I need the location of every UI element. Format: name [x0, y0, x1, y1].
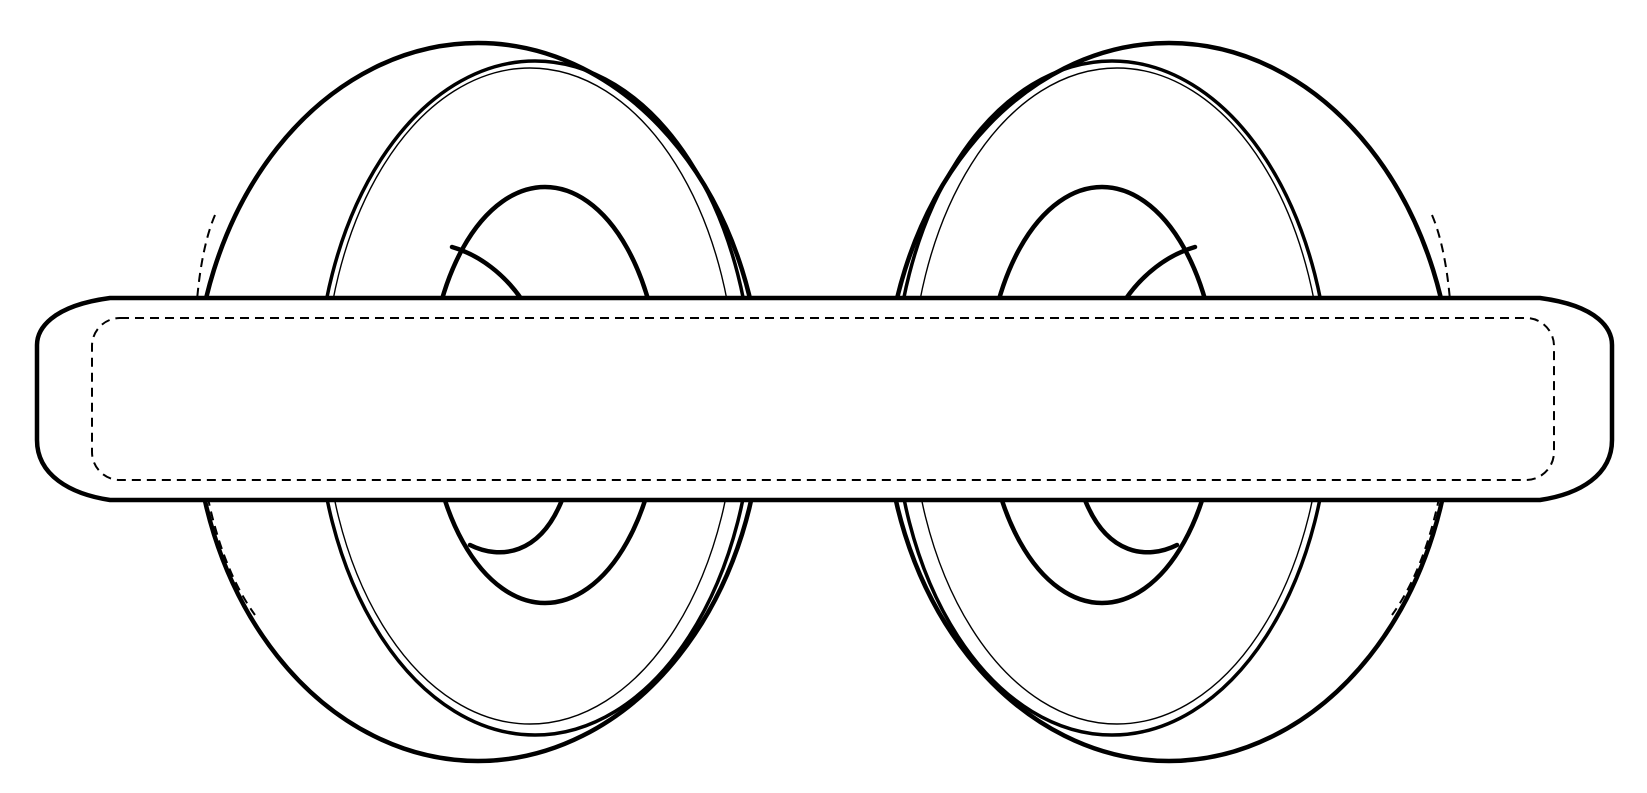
left-ear-driver-upper: [449, 244, 525, 303]
headband-inner-dashed-panel: [91, 317, 1555, 481]
left-ear-driver-lower: [467, 497, 565, 555]
right-ear-cup-hidden-edge: [1391, 214, 1454, 616]
right-ear-driver-upper: [1122, 244, 1198, 303]
right-ear-driver-lower: [1082, 497, 1180, 555]
headband: [34, 295, 1615, 503]
headband-body: [34, 295, 1615, 503]
left-ear-cup-hidden-edge: [193, 214, 256, 616]
